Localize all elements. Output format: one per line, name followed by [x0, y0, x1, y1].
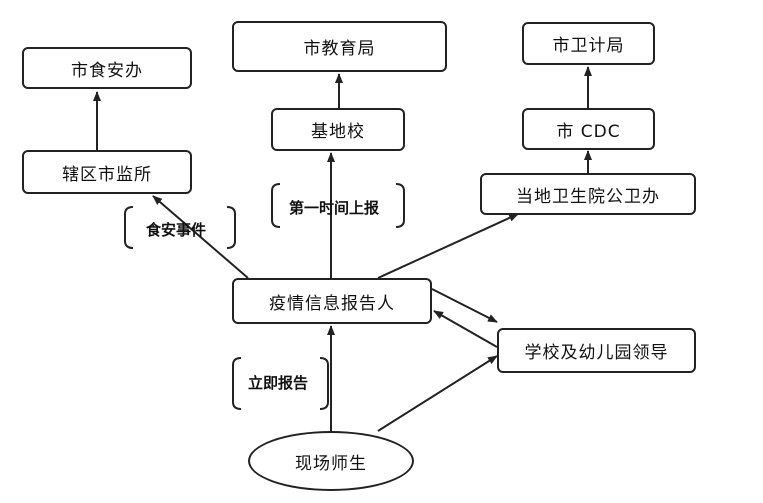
arrow-reporter-to-school-leaders [431, 288, 498, 323]
arrow-onsite-to-school-leaders [377, 355, 498, 432]
node-label: 现场师生 [295, 453, 367, 474]
node-health-commission: 市卫计局 [522, 22, 655, 65]
node-food-safety-office: 市食安办 [22, 47, 192, 89]
arrow-school-leaders-to-reporter [433, 310, 498, 348]
arrow-reporter-to-supervision [152, 195, 249, 279]
label-first-time-report: 第一时间上报 [289, 199, 380, 217]
node-base-school: 基地校 [271, 108, 405, 151]
node-label: 基地校 [311, 122, 365, 142]
bracket-food-safety-left [124, 206, 134, 249]
node-education-bureau: 市教育局 [232, 21, 447, 72]
node-label: 市 CDC [556, 121, 621, 142]
node-epidemic-reporter: 疫情信息报告人 [232, 278, 432, 324]
node-label: 学校及幼儿园领导 [524, 343, 669, 363]
bracket-first-report-right [395, 183, 405, 228]
bracket-food-safety-right [226, 206, 236, 249]
label-immediate-report: 立即报告 [248, 374, 309, 392]
node-label: 市食安办 [71, 60, 143, 81]
bracket-first-report-left [271, 183, 281, 228]
node-district-market-supervision: 辖区市监所 [22, 150, 192, 194]
node-label: 辖区市监所 [62, 164, 152, 185]
bracket-immediate-left [232, 357, 242, 410]
node-local-hospital-public-health: 当地卫生院公卫办 [480, 173, 696, 215]
node-label: 当地卫生院公卫办 [516, 186, 660, 207]
arrow-reporter-to-hospital [377, 213, 519, 279]
node-label: 疫情信息报告人 [269, 293, 395, 314]
node-city-cdc: 市 CDC [522, 108, 655, 150]
node-school-leaders: 学校及幼儿园领导 [497, 328, 696, 373]
bracket-immediate-right [319, 357, 329, 410]
label-food-safety-event: 食安事件 [146, 221, 207, 239]
node-label: 市教育局 [303, 39, 376, 59]
node-onsite-staff-students: 现场师生 [248, 431, 414, 491]
node-label: 市卫计局 [552, 36, 625, 56]
